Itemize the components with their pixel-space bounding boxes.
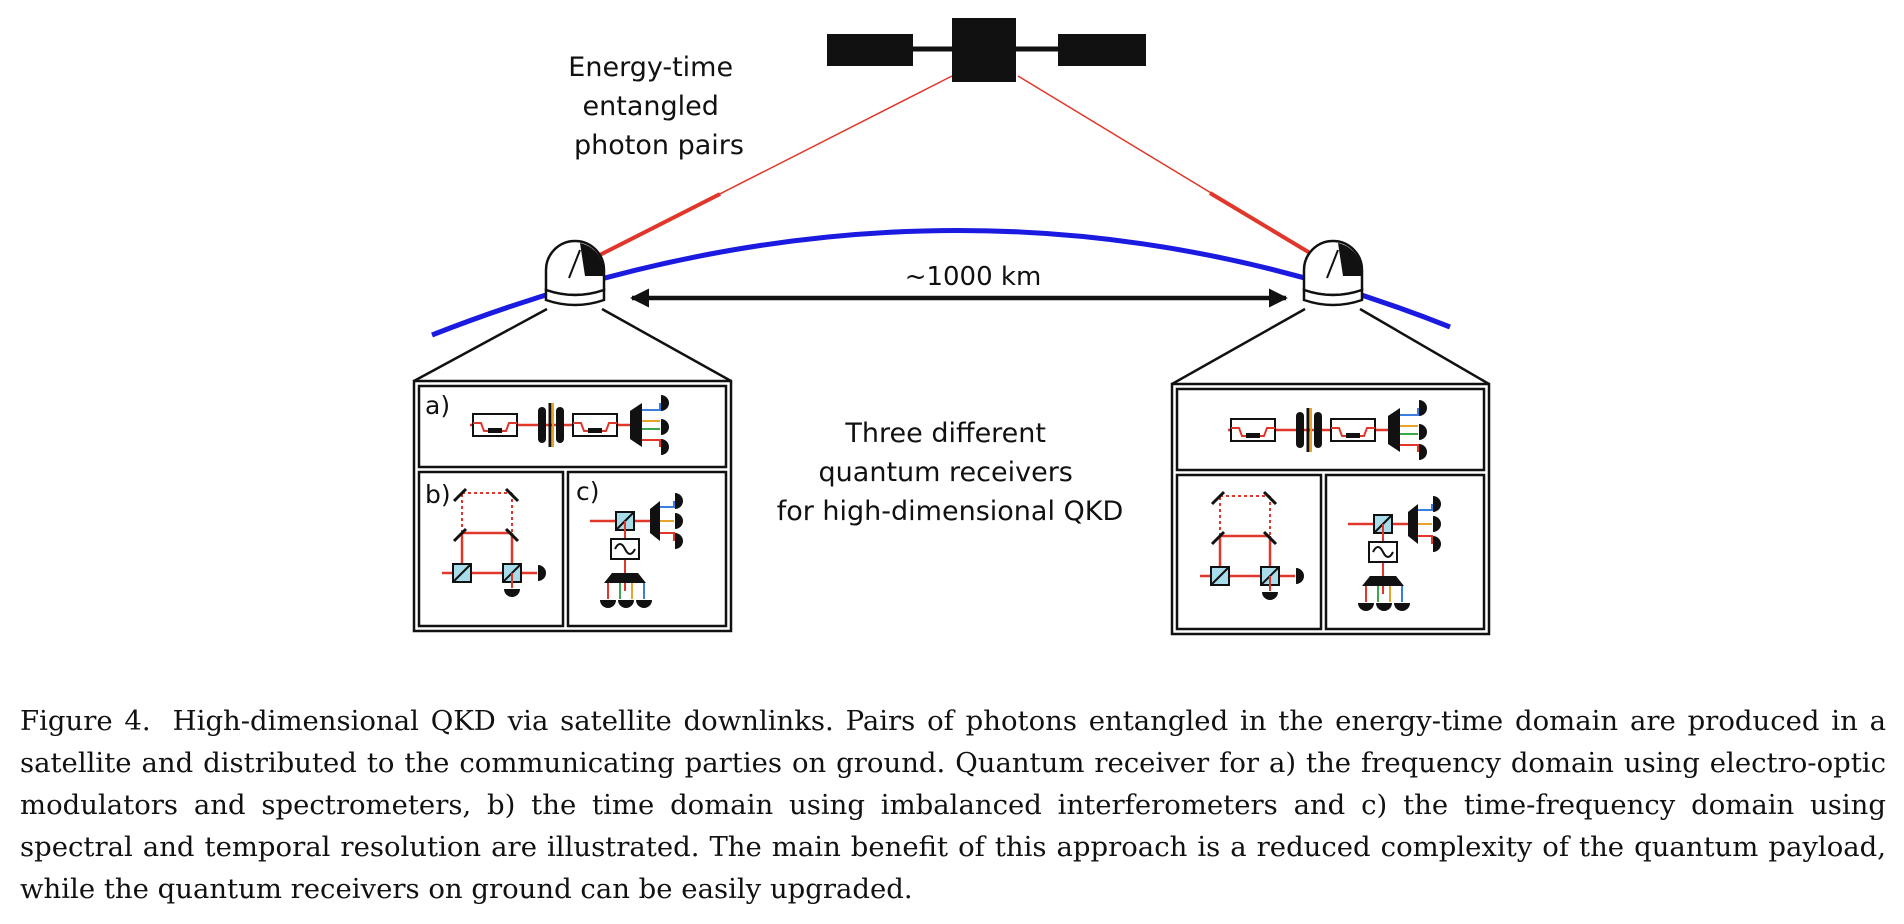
caption-text: High-dimensional QKD via satellite downl… <box>20 705 1886 905</box>
figure-number: Figure 4. <box>20 705 151 737</box>
figure-diagram: ~1000 km Energy-time entangled photon pa… <box>412 18 1491 636</box>
ground-telescope-right-icon <box>1302 239 1364 307</box>
receiver-box-right <box>1170 307 1491 636</box>
panel-label-a: a) <box>425 391 450 420</box>
distance-label: ~1000 km <box>905 262 1042 292</box>
panel-label-c: c) <box>576 477 600 506</box>
receivers-label: Three different quantum receivers for hi… <box>777 418 1124 527</box>
figure-caption: Figure 4.High-dimensional QKD via satell… <box>20 700 1886 910</box>
receiver-box-left: a) b) c) <box>412 307 733 633</box>
downlink-left-beam <box>579 192 721 267</box>
satellite-icon <box>827 18 1146 82</box>
ground-telescope-left-icon <box>544 239 606 307</box>
source-label: Energy-time entangled photon pairs <box>568 52 744 161</box>
panel-label-b: b) <box>425 480 451 509</box>
